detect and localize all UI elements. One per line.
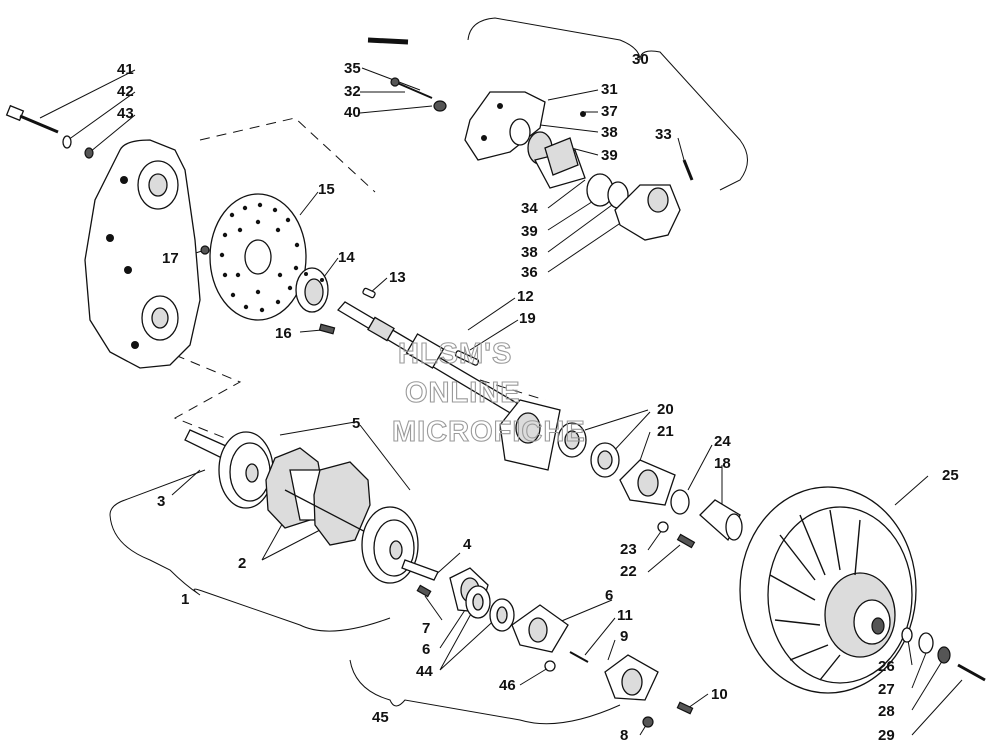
callout-34: 34 (521, 200, 538, 217)
callout-37: 37 (601, 103, 618, 120)
key-19 (454, 350, 480, 366)
callout-8: 8 (620, 727, 628, 744)
callout-18: 18 (714, 455, 731, 472)
callout-38a: 38 (601, 124, 618, 141)
callout-20: 20 (657, 401, 674, 418)
callout-16: 16 (275, 325, 292, 342)
callout-5: 5 (352, 415, 360, 432)
callout-35: 35 (344, 60, 361, 77)
callout-12: 12 (517, 288, 534, 305)
callout-45: 45 (372, 709, 389, 726)
svg-text:HLSM'S: HLSM'S (398, 338, 512, 370)
washer-43 (84, 147, 94, 159)
callout-33: 33 (655, 126, 672, 143)
watermark: HLSM'S ONLINE MICROFICHE (391, 337, 586, 448)
callout-26: 26 (878, 658, 895, 675)
flange-21 (619, 459, 676, 506)
brake-caliper-30 (367, 37, 694, 241)
screw-16 (318, 323, 336, 335)
callout-44: 44 (416, 663, 433, 680)
callout-42: 42 (117, 83, 134, 100)
hub-flange-14 (295, 267, 329, 313)
key-13 (362, 287, 376, 299)
callout-24: 24 (714, 433, 731, 450)
callout-32: 32 (344, 83, 361, 100)
pin-11 (569, 651, 589, 663)
callout-23: 23 (620, 541, 637, 558)
callout-29: 29 (878, 727, 895, 744)
track-wheel-right-5 (361, 506, 419, 584)
callout-13: 13 (389, 269, 406, 286)
callout-19: 19 (519, 310, 536, 327)
flange-6-right (511, 604, 569, 653)
washer-24 (670, 489, 690, 515)
callout-46: 46 (499, 677, 516, 694)
drive-sprockets-2 (265, 447, 401, 551)
callout-4: 4 (463, 536, 472, 553)
callout-30: 30 (632, 51, 649, 68)
driven-clutch-25 (739, 486, 917, 694)
bearing-44 (465, 585, 515, 632)
callout-21: 21 (657, 423, 674, 440)
callout-1: 1 (181, 591, 189, 608)
washer-28 (937, 646, 951, 664)
washer-26 (901, 627, 913, 643)
svg-text:ONLINE: ONLINE (405, 377, 521, 409)
bolt-41 (5, 104, 59, 134)
callout-11: 11 (617, 607, 633, 624)
bearing-plate-right (499, 399, 561, 471)
callout-28: 28 (878, 703, 895, 720)
svg-text:MICROFICHE: MICROFICHE (392, 416, 586, 448)
bearing-20 (557, 422, 620, 478)
nut-8 (642, 716, 654, 728)
washer-23 (657, 521, 669, 533)
bearing-cup-9 (604, 654, 659, 701)
spacer-18 (699, 499, 743, 542)
track-wheel-left-5 (218, 431, 274, 509)
bolt-29 (957, 663, 986, 682)
washer-27 (918, 632, 934, 654)
callout-7: 7 (422, 620, 430, 637)
callout-6a: 6 (605, 587, 613, 604)
callout-27: 27 (878, 681, 895, 698)
callout-labels: 1 2 3 4 5 6 6 7 8 9 10 11 12 13 14 15 16… (117, 51, 959, 744)
brake-disc-15 (209, 193, 307, 321)
callout-6b: 6 (422, 641, 430, 658)
callout-38b: 38 (521, 244, 538, 261)
nut-17 (200, 245, 210, 255)
callout-40: 40 (344, 104, 361, 121)
washer-42 (62, 135, 72, 149)
callout-17: 17 (162, 250, 179, 267)
callout-3: 3 (157, 493, 165, 510)
shaft-stub (401, 559, 439, 581)
screw-7 (416, 584, 432, 598)
callout-14: 14 (338, 249, 355, 266)
screw-10 (676, 701, 694, 715)
callout-39b: 39 (521, 223, 538, 240)
callout-25: 25 (942, 467, 959, 484)
callout-2: 2 (238, 555, 246, 572)
callout-43: 43 (117, 105, 134, 122)
washer-46 (544, 660, 556, 672)
callout-15: 15 (318, 181, 335, 198)
chaincase-housing (84, 139, 201, 369)
callout-41: 41 (117, 61, 134, 78)
jackshaft-12 (336, 301, 522, 415)
callout-36: 36 (521, 264, 538, 281)
callout-22: 22 (620, 563, 637, 580)
callout-31: 31 (601, 81, 618, 98)
callout-39a: 39 (601, 147, 618, 164)
parts (5, 37, 986, 728)
callout-10: 10 (711, 686, 728, 703)
bolt-22 (676, 533, 696, 549)
callout-9: 9 (620, 628, 628, 645)
